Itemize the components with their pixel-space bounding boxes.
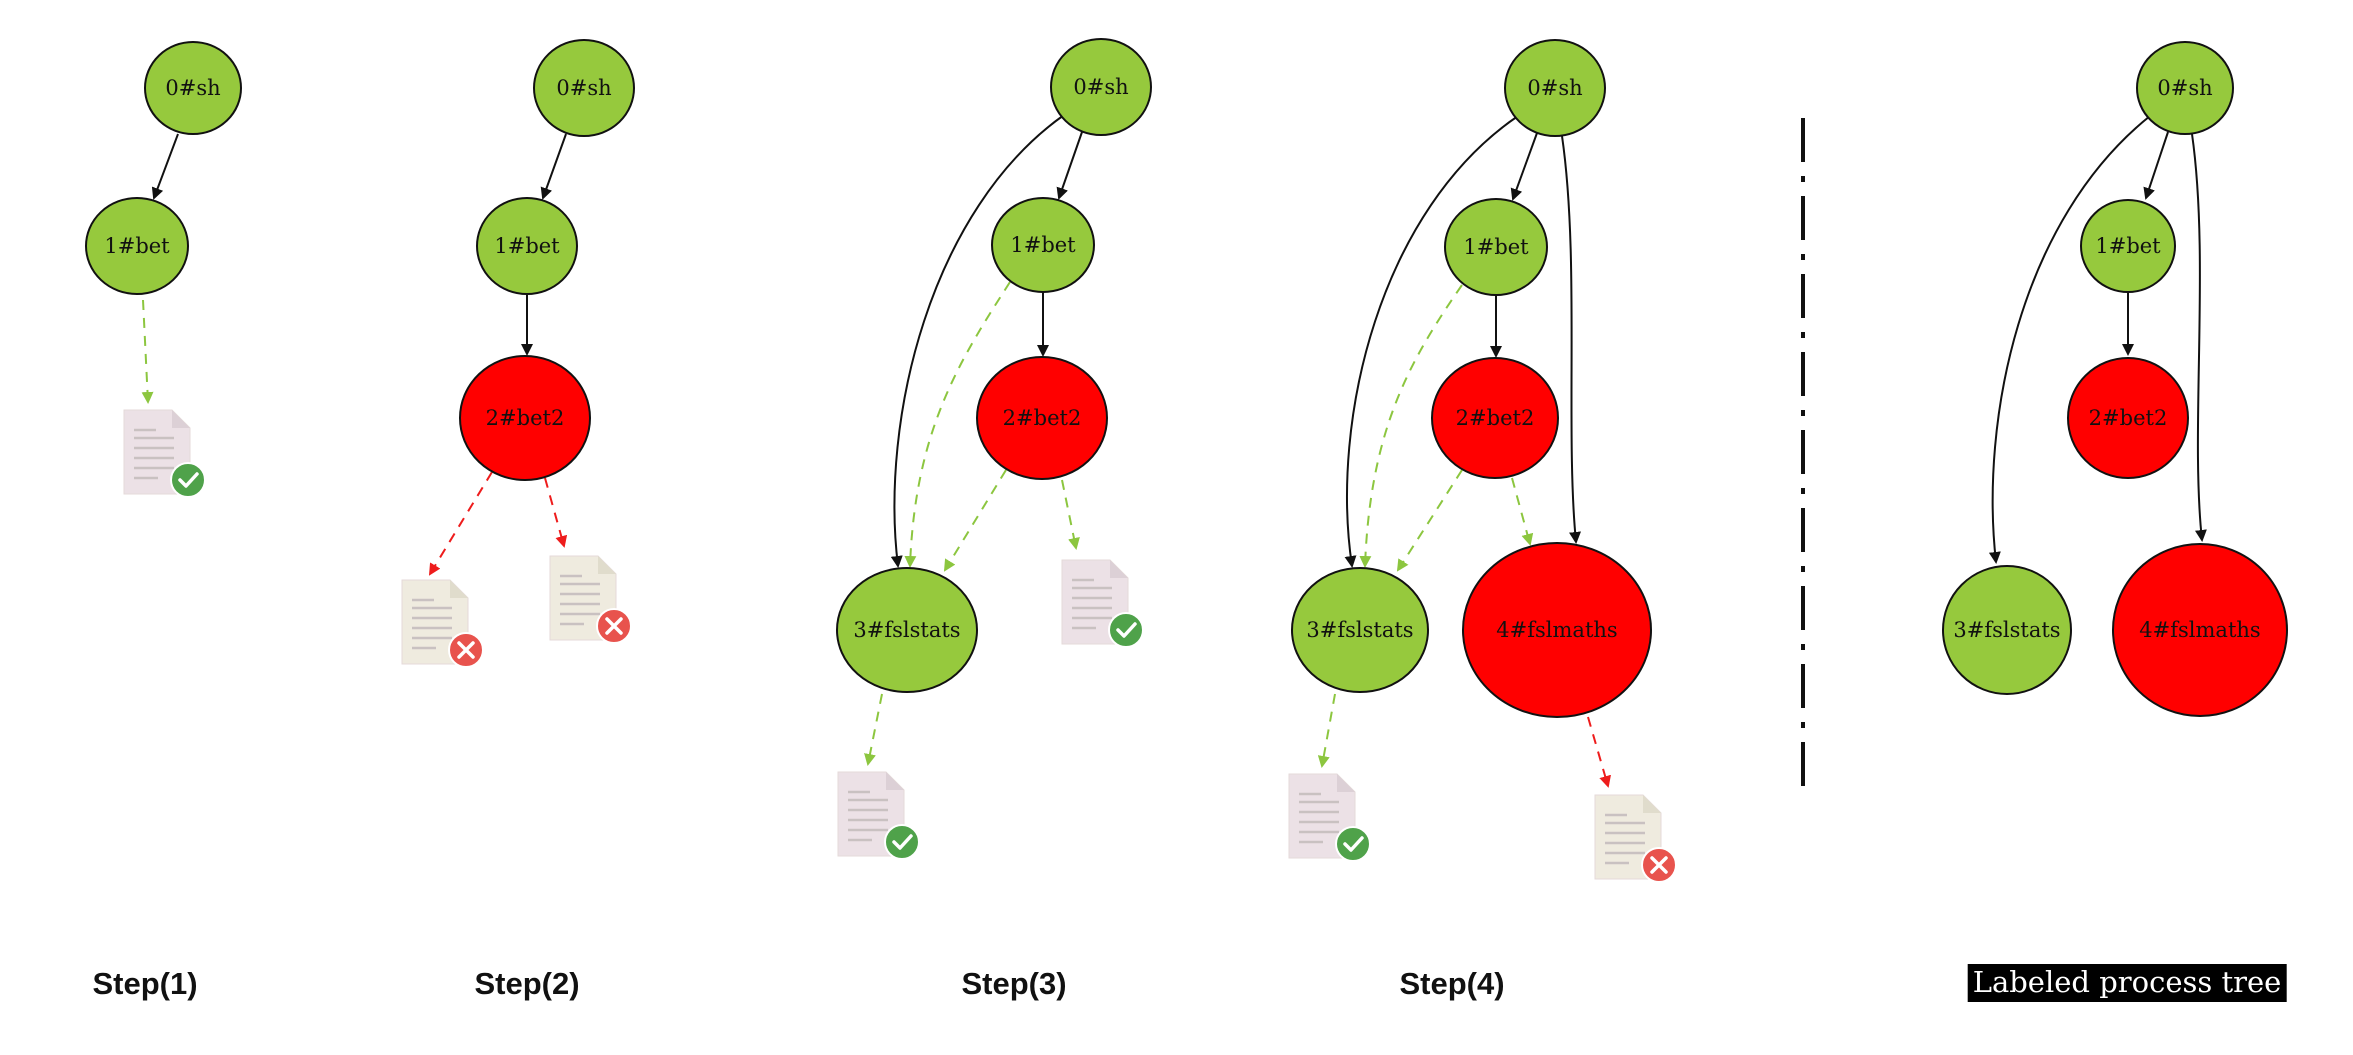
files-layer	[123, 409, 1677, 883]
node-circle	[1444, 198, 1548, 296]
step-3-node-fslstats: 3#fslstats	[836, 567, 978, 693]
node-label: 1#bet	[1010, 233, 1076, 257]
step-4-edge-2	[1344, 115, 1519, 568]
step-2-label: Step(2)	[474, 966, 580, 1001]
node-circle	[976, 356, 1108, 480]
node-label: 3#fslstats	[1953, 618, 2060, 642]
step-4-edge-3	[1561, 135, 1581, 544]
step-4-node-bet: 1#bet	[1444, 198, 1548, 296]
step-3-label: Step(3)	[961, 966, 1067, 1001]
node-circle	[1942, 565, 2072, 695]
node-circle	[991, 197, 1095, 293]
step-4-node-sh: 0#sh	[1504, 39, 1606, 137]
step-1-f1-file-success-icon	[123, 409, 206, 498]
step-2-edge-3	[428, 471, 493, 576]
step-2-f1-file-failed-icon	[401, 579, 484, 668]
node-circle	[2067, 357, 2189, 479]
node-label: 0#sh	[1527, 76, 1582, 100]
step-4-edge-8	[1317, 693, 1336, 768]
step-3-f2-file-success-icon	[837, 771, 920, 860]
step-3-node-bet2: 2#bet2	[976, 356, 1108, 480]
node-circle	[1504, 39, 1606, 137]
node-label: 0#sh	[165, 76, 220, 100]
step-1-label: Step(1)	[92, 966, 198, 1001]
step-4-edge-9	[1587, 716, 1611, 788]
node-label: 2#bet2	[486, 406, 565, 430]
step-3-edge-5	[943, 469, 1007, 572]
tree-node-fslstats: 3#fslstats	[1942, 565, 2072, 695]
tree-edge-2	[1988, 115, 2151, 564]
tree-node-fslmaths: 4#fslmaths	[2112, 543, 2288, 717]
node-circle	[1462, 542, 1652, 718]
tree-edge-3	[2191, 133, 2207, 542]
node-label: 0#sh	[556, 76, 611, 100]
node-circle	[1291, 567, 1429, 693]
node-circle	[1431, 357, 1559, 479]
node-label: 1#bet	[1463, 235, 1529, 259]
node-circle	[2080, 199, 2176, 293]
step-3-f1-file-success-icon	[1061, 559, 1144, 648]
step-2-node-bet2: 2#bet2	[459, 355, 591, 481]
step-4-label: Step(4)	[1399, 966, 1505, 1001]
step-4-f2-file-failed-icon	[1594, 794, 1677, 883]
step-1-edge-2	[141, 299, 154, 404]
step-3-node-bet: 1#bet	[991, 197, 1095, 293]
step-4-edge-7	[1511, 477, 1534, 546]
step-3-edge-4	[904, 281, 1011, 568]
node-label: 1#bet	[2095, 234, 2161, 258]
node-circle	[1050, 38, 1152, 136]
node-circle	[459, 355, 591, 481]
step-2-edge-4	[544, 477, 568, 548]
node-label: 3#fslstats	[853, 618, 960, 642]
step-4-node-fslmaths: 4#fslmaths	[1462, 542, 1652, 718]
node-label: 3#fslstats	[1306, 618, 1413, 642]
node-label: 4#fslmaths	[1496, 618, 1617, 642]
tree-edge-1	[2143, 131, 2169, 200]
step-2-node-sh: 0#sh	[533, 39, 635, 137]
node-label: 2#bet2	[1003, 406, 1082, 430]
node-circle	[836, 567, 978, 693]
step-3-edge-2	[890, 114, 1065, 568]
labeled-process-tree-label: Labeled process tree	[1967, 964, 2287, 1002]
step-1-node-sh: 0#sh	[144, 41, 242, 135]
node-label: 1#bet	[494, 234, 560, 258]
tree-node-bet2: 2#bet2	[2067, 357, 2189, 479]
step-3-edge-1	[1056, 131, 1083, 200]
edges-layer	[141, 114, 2207, 788]
node-label: 4#fslmaths	[2139, 618, 2260, 642]
node-label: 2#bet2	[2089, 406, 2168, 430]
nodes-layer: 0#sh 1#bet 0#sh 1#bet 2#bet2 0#sh 1#bet 2#bet2 3…	[85, 38, 2288, 718]
step-4-edge-5	[1359, 284, 1463, 568]
step-4-node-bet2: 2#bet2	[1431, 357, 1559, 479]
node-label: 2#bet2	[1456, 406, 1535, 430]
tree-node-sh: 0#sh	[2136, 41, 2234, 135]
step-2-f2-file-failed-icon	[549, 555, 632, 644]
step-4-f1-file-success-icon	[1288, 773, 1371, 862]
node-label: 0#sh	[1073, 75, 1128, 99]
node-circle	[2136, 41, 2234, 135]
step-2-edge-1	[540, 133, 567, 200]
step-2-node-bet: 1#bet	[476, 197, 578, 295]
node-circle	[476, 197, 578, 295]
step-4-node-fslstats: 3#fslstats	[1291, 567, 1429, 693]
step-1-node-bet: 1#bet	[85, 197, 189, 295]
step-4-edge-6	[1396, 469, 1463, 572]
tree-node-bet: 1#bet	[2080, 199, 2176, 293]
step-4-edge-1	[1510, 132, 1538, 201]
step-3-edge-6	[1061, 479, 1080, 550]
node-label: 1#bet	[104, 234, 170, 258]
node-label: 0#sh	[2157, 76, 2212, 100]
step-1-edge-1	[151, 133, 179, 200]
node-circle	[144, 41, 242, 135]
step-3-edge-7	[864, 693, 883, 766]
node-circle	[2112, 543, 2288, 717]
node-circle	[85, 197, 189, 295]
node-circle	[533, 39, 635, 137]
step-3-node-sh: 0#sh	[1050, 38, 1152, 136]
